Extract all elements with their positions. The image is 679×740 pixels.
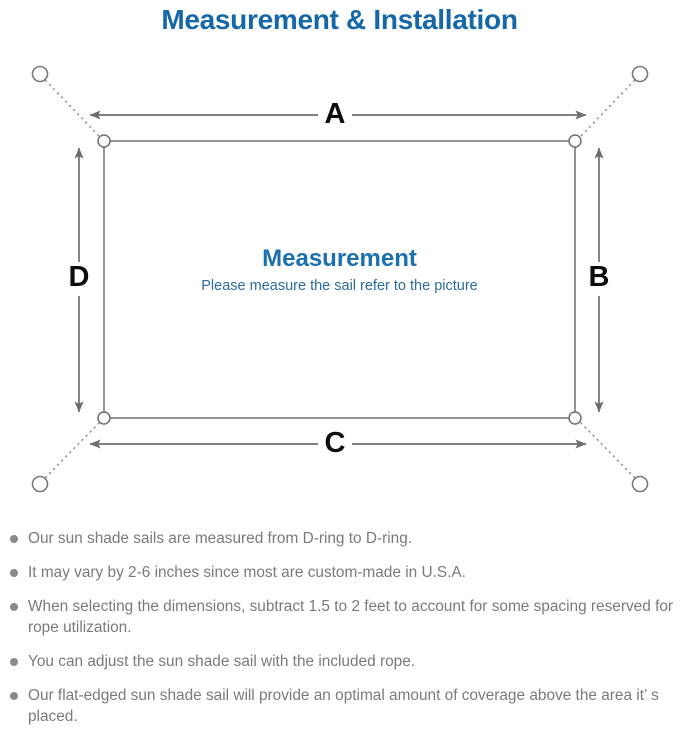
- d-ring-bottom-left: [97, 411, 111, 425]
- d-ring-top-right: [568, 134, 582, 148]
- list-item-text: When selecting the dimensions, subtract …: [28, 598, 674, 636]
- rope-lines: [44, 79, 636, 479]
- list-item-text: Our sun shade sails are measured from D-…: [28, 530, 413, 547]
- list-item: Our flat-edged sun shade sail will provi…: [0, 685, 679, 727]
- sail-rectangle: [103, 140, 576, 419]
- bullet-icon: [10, 692, 18, 700]
- measurement-diagram-graphic: [31, 65, 649, 493]
- anchor-points: [31, 65, 649, 493]
- anchor-bottom-left: [31, 475, 49, 493]
- rope-line-top-right: [579, 79, 636, 138]
- measurement-diagram: A B C D Measurement Please measure the s…: [0, 48, 679, 520]
- d-ring-bottom-right: [568, 411, 582, 425]
- bullet-icon: [10, 569, 18, 577]
- dimension-arrows: [74, 110, 604, 449]
- diagram-center-heading: Measurement: [262, 245, 417, 272]
- d-ring-top-left: [97, 134, 111, 148]
- anchor-bottom-right: [631, 475, 649, 493]
- dimension-label-d: D: [68, 261, 90, 293]
- notes-list: Our sun shade sails are measured from D-…: [0, 528, 679, 740]
- rope-line-bottom-right: [579, 421, 636, 479]
- list-item-text: You can adjust the sun shade sail with t…: [28, 653, 416, 670]
- list-item: You can adjust the sun shade sail with t…: [0, 651, 679, 672]
- list-item: It may vary by 2-6 inches since most are…: [0, 562, 679, 583]
- list-item-text: It may vary by 2-6 inches since most are…: [28, 564, 466, 581]
- rope-line-bottom-left: [44, 421, 101, 479]
- bullet-icon: [10, 535, 18, 543]
- list-item: Our sun shade sails are measured from D-…: [0, 528, 679, 549]
- anchor-top-right: [631, 65, 649, 83]
- dimension-label-a: A: [324, 98, 346, 130]
- page-title: Measurement & Installation: [161, 4, 518, 35]
- list-item: When selecting the dimensions, subtract …: [0, 596, 679, 638]
- bullet-icon: [10, 658, 18, 666]
- list-item-text: Our flat-edged sun shade sail will provi…: [28, 687, 659, 725]
- dimension-label-b: B: [588, 261, 610, 293]
- anchor-top-left: [31, 65, 49, 83]
- diagram-center-subtitle: Please measure the sail refer to the pic…: [201, 278, 478, 294]
- rope-line-top-left: [44, 79, 101, 138]
- dimension-label-c: C: [324, 427, 346, 459]
- bullet-icon: [10, 603, 18, 611]
- d-rings: [97, 134, 582, 425]
